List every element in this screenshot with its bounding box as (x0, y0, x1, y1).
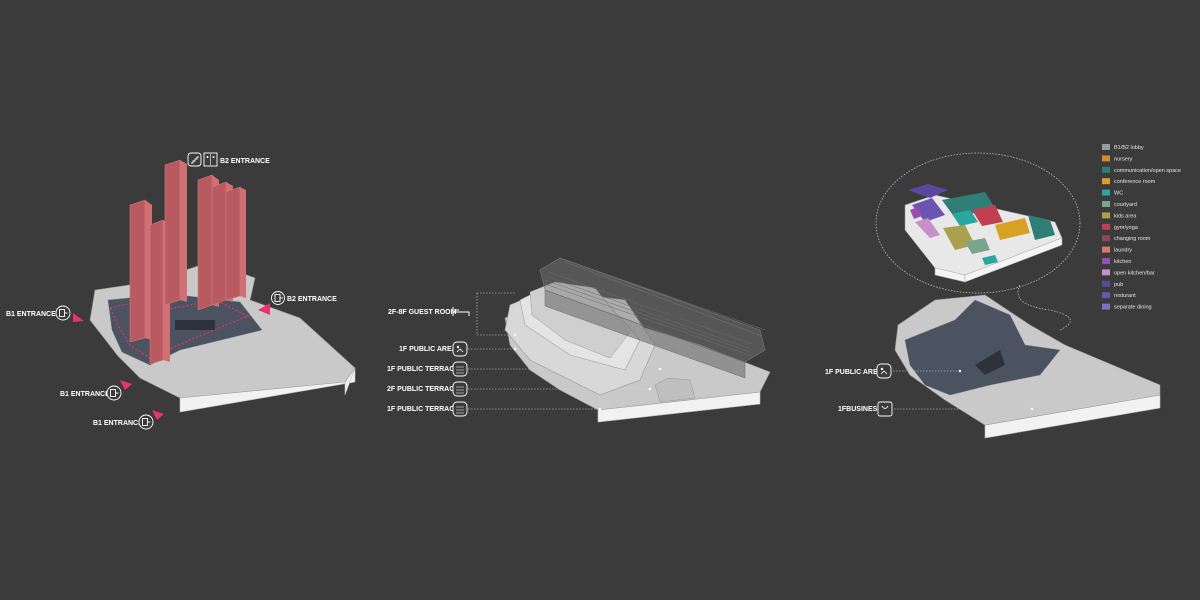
legend-item: changing room (1102, 235, 1151, 242)
label-public-terrace-2: 2F PUBLIC TERRACE (387, 386, 459, 393)
label-b2-entrance-right: B2 ENTRANCE (287, 296, 337, 303)
entrance-marker (120, 380, 132, 390)
legend-label: WC (1114, 191, 1123, 197)
people-icon (876, 363, 892, 379)
legend-item: laundry (1102, 246, 1132, 254)
legend-swatch (1102, 258, 1110, 264)
legend-label: gym/yoga (1114, 225, 1139, 231)
label-b1-entrance-low: B1 ENTRANCE (93, 420, 143, 427)
left-circulation-path (109, 299, 250, 359)
legend-swatch (1102, 189, 1110, 196)
legend: B1/B2 lobby nursery communication/open spa… (1102, 144, 1181, 311)
label-b2-entrance-top: B2 ENTRANCE (220, 158, 270, 165)
legend-item: WC (1102, 189, 1123, 197)
legend-swatch (1102, 166, 1110, 173)
legend-swatch (1102, 155, 1110, 162)
label-business: 1FBUSINESS (838, 406, 882, 413)
entrance-door-icon (106, 385, 122, 401)
legend-label: conference room (1114, 179, 1156, 185)
legend-label: changing room (1114, 236, 1151, 242)
legend-swatch (1102, 280, 1110, 287)
label-public-area-mid: 1F PUBLIC AREA (399, 346, 457, 353)
zoom-ellipse (875, 152, 1081, 294)
legend-swatch (1102, 235, 1110, 242)
label-b1-entrance-mid: B1 ENTRANCE (60, 391, 110, 398)
elevator-icon (203, 152, 218, 167)
legend-label: courtyard (1114, 202, 1137, 208)
entrance-marker (258, 303, 270, 315)
left-diagram: B2 ENTRANCE B2 ENTRANCE B1 ENTRANCE B1 E… (6, 152, 356, 430)
legend-swatch (1102, 269, 1110, 276)
label-public-terrace-3: 1F PUBLIC TERRACE (387, 406, 459, 413)
legend-label: B1/B2 lobby (1114, 145, 1144, 151)
legend-label: resturant (1114, 293, 1136, 299)
legend-item: communication/open space (1102, 166, 1181, 174)
legend-item: kids area (1102, 212, 1137, 219)
entrance-door-icon (55, 305, 71, 321)
bed-icon (452, 307, 470, 316)
legend-item: conference room (1102, 178, 1156, 185)
legend-item: separate dining (1102, 303, 1152, 311)
legend-swatch (1102, 178, 1110, 185)
legend-item: courtyard (1102, 201, 1137, 208)
right-diagram: 1F PUBLIC AREA 1FBUSINESS B1/B2 lobby nur… (825, 144, 1181, 439)
terrace-icon (452, 401, 468, 417)
legend-item: nursery (1102, 155, 1133, 162)
colored-floor-plan (904, 184, 1063, 283)
terrace-icon (452, 381, 468, 397)
legend-label: laundry (1114, 248, 1132, 254)
legend-swatch (1102, 246, 1110, 253)
legend-item: open kitchen/bar (1102, 269, 1155, 276)
entrance-marker (73, 313, 84, 322)
legend-swatch (1102, 212, 1110, 219)
label-public-terrace-1: 1F PUBLIC TERRACE (387, 366, 459, 373)
right-public-footprint (904, 299, 1061, 396)
legend-item: pub (1102, 280, 1123, 288)
legend-swatch (1102, 201, 1110, 207)
legend-swatch (1102, 292, 1110, 299)
legend-swatch (1102, 223, 1110, 230)
legend-label: nursery (1114, 156, 1133, 162)
legend-label: kitchen (1114, 259, 1131, 265)
label-b1-entrance-left: B1 ENTRANCE (6, 311, 56, 318)
legend-label: kids area (1114, 213, 1137, 219)
entrance-door-icon (271, 291, 285, 305)
legend-label: open kitchen/bar (1114, 270, 1155, 276)
shopping-bag-icon (877, 401, 893, 417)
legend-item: gym/yoga (1102, 223, 1139, 231)
legend-label: pub (1114, 282, 1123, 288)
legend-item: kitchen (1102, 258, 1131, 265)
legend-label: communication/open space (1114, 168, 1181, 174)
people-icon (452, 341, 468, 357)
legend-label: separate dining (1114, 305, 1152, 311)
entrance-marker (152, 410, 164, 420)
guest-room-volume (539, 257, 766, 379)
legend-swatch (1102, 303, 1110, 310)
stairs-icon (187, 152, 202, 167)
towers (129, 159, 246, 365)
legend-item: resturant (1102, 292, 1136, 299)
legend-swatch (1102, 144, 1110, 150)
legend-item: B1/B2 lobby (1102, 144, 1144, 151)
entrance-door-icon (138, 414, 154, 430)
terrace-icon (452, 361, 468, 377)
label-guest-room: 2F-8F GUEST ROOM (388, 309, 457, 316)
middle-diagram: 2F-8F GUEST ROOM 1F PUBLIC AREA 1F PUBLI… (387, 257, 771, 423)
label-public-area-right: 1F PUBLIC AREA (825, 369, 883, 376)
